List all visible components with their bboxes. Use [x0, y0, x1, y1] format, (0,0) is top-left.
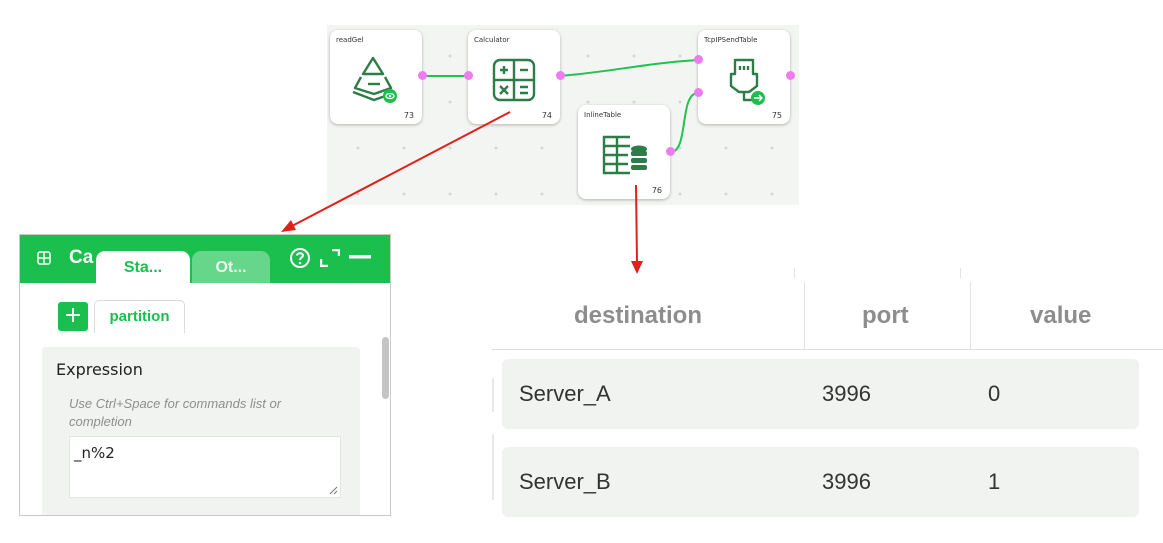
node-tcpipsendtable[interactable]: TcpIPSendTable 75	[698, 30, 790, 124]
column-divider	[804, 282, 805, 350]
inline-table: destination port value Server_A 3996 0 S…	[482, 268, 1163, 528]
panel-header: Ca Sta... Ot...	[20, 235, 390, 285]
cell-value: 0	[988, 381, 1001, 406]
node-title: InlineTable	[584, 111, 622, 119]
node-readgel[interactable]: readGel 73	[330, 30, 422, 124]
expression-value: _n%2	[74, 444, 115, 462]
port-readgel-out[interactable]	[418, 71, 427, 80]
node-number: 74	[541, 111, 552, 120]
table-row[interactable]: Server_B 3996 1	[502, 447, 1139, 517]
port-tcpip-in-2[interactable]	[694, 88, 703, 97]
add-partition-button[interactable]: +	[58, 302, 88, 331]
row-left-border	[492, 378, 494, 412]
port-calculator-out[interactable]	[556, 71, 565, 80]
node-title: Calculator	[474, 36, 510, 44]
cell-destination: Server_B	[519, 469, 611, 494]
wire-inlinetable-tcpip	[670, 92, 699, 153]
node-number: 76	[651, 186, 662, 195]
grid-icon	[37, 251, 51, 265]
column-header-value[interactable]: value	[1030, 302, 1092, 329]
partition-chip[interactable]: partition	[94, 300, 185, 333]
column-header-port[interactable]: port	[862, 302, 909, 329]
expression-card: Expression Use Ctrl+Space for commands l…	[42, 347, 360, 515]
node-title: readGel	[336, 36, 364, 44]
wire-calculator-tcpip	[559, 59, 699, 77]
node-number: 73	[403, 111, 414, 120]
node-number: 75	[771, 111, 782, 120]
scrollbar-thumb[interactable]	[382, 337, 389, 399]
row-left-border	[492, 434, 494, 500]
cell-destination: Server_A	[519, 381, 611, 406]
calculator-panel: Ca Sta... Ot... + partition Expression U…	[19, 234, 391, 516]
port-tcpip-out[interactable]	[786, 71, 795, 80]
cell-port: 3996	[822, 469, 871, 494]
column-divider	[970, 282, 971, 350]
expression-hint: Use Ctrl+Space for commands list or comp…	[69, 396, 282, 429]
port-tcpip-in-1[interactable]	[694, 55, 703, 64]
expand-icon[interactable]	[320, 249, 340, 267]
expression-label: Expression	[56, 360, 143, 379]
minimize-icon[interactable]	[349, 255, 371, 261]
node-title: TcpIPSendTable	[704, 36, 758, 44]
column-divider-tick	[794, 268, 795, 278]
expression-input[interactable]: _n%2	[69, 436, 341, 498]
help-icon[interactable]	[289, 247, 311, 269]
column-header-destination[interactable]: destination	[574, 302, 703, 329]
header-divider	[492, 349, 1163, 350]
port-inlinetable-out[interactable]	[666, 147, 675, 156]
cell-value: 1	[988, 469, 1001, 494]
calculator-icon	[492, 58, 536, 102]
panel-title: Ca	[69, 247, 94, 268]
column-divider-tick	[960, 268, 961, 278]
tab-other[interactable]: Ot...	[192, 251, 270, 285]
table-row[interactable]: Server_A 3996 0	[502, 359, 1139, 429]
tab-settings[interactable]: Sta...	[96, 251, 190, 285]
node-calculator[interactable]: Calculator 74	[468, 30, 560, 124]
resize-handle-icon[interactable]	[328, 485, 338, 495]
workflow-canvas[interactable]: readGel 73 Calculator	[327, 25, 799, 205]
scrollbar[interactable]	[381, 337, 389, 515]
cell-port: 3996	[822, 381, 871, 406]
port-calculator-in[interactable]	[464, 71, 473, 80]
node-inlinetable[interactable]: InlineTable 76	[578, 105, 670, 199]
arrow-head-calculator	[281, 220, 296, 232]
table-database-icon	[602, 135, 647, 175]
connection-wires	[422, 59, 699, 153]
pyramid-view-icon	[352, 56, 397, 103]
network-send-icon	[729, 58, 765, 105]
